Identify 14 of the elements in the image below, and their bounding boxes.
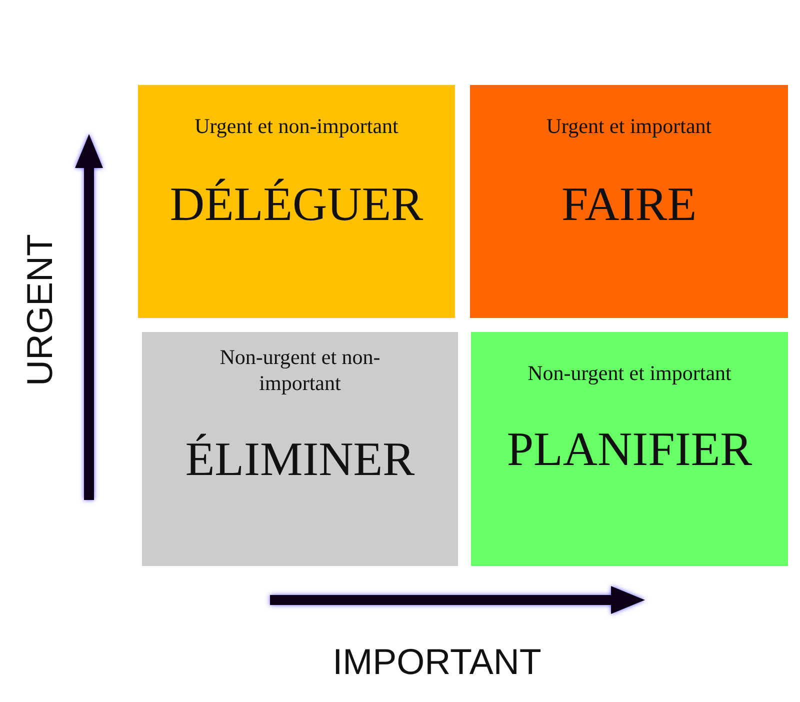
axis-label: URGENT bbox=[20, 234, 60, 386]
quadrant-box bbox=[470, 85, 788, 318]
quadrant-box bbox=[138, 85, 455, 318]
quadrant-title: PLANIFIER bbox=[506, 422, 752, 478]
quadrant-title: DÉLÉGUER bbox=[170, 177, 424, 233]
quadrant-box bbox=[142, 332, 458, 566]
axis-label: IMPORTANT bbox=[332, 642, 542, 682]
quadrant-subtitle: Non-urgent et important bbox=[526, 360, 732, 386]
quadrant-box bbox=[471, 332, 788, 566]
quadrant-title: FAIRE bbox=[561, 177, 697, 233]
quadrant-subtitle: Urgent et important bbox=[545, 113, 713, 139]
quadrant-title: ÉLIMINER bbox=[185, 432, 415, 488]
quadrant-subtitle: Non-urgent et non-important bbox=[218, 344, 382, 396]
quadrant-subtitle: Urgent et non-important bbox=[194, 113, 400, 139]
